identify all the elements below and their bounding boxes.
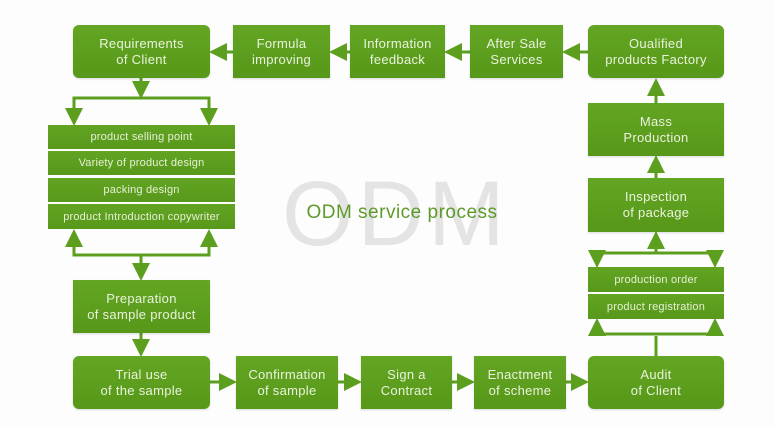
- stack-left-row: product selling point: [48, 125, 235, 149]
- node-label: Preparation of sample product: [87, 290, 196, 322]
- node-label: Information feedback: [363, 35, 432, 67]
- stack-left-row: Variety of product design: [48, 151, 235, 175]
- node-label: Sign a Contract: [380, 366, 433, 398]
- stack-left-row: product Introduction copywriter: [48, 204, 235, 229]
- node-label: Audit of Client: [630, 366, 682, 398]
- diagram-title: ODM service process: [306, 202, 498, 223]
- node-label: Confirmation of sample: [248, 366, 326, 398]
- node-label: After Sale Services: [486, 35, 547, 67]
- node-label: Enactment of scheme: [487, 366, 553, 398]
- bracket-top-right: [595, 251, 717, 265]
- bracket-bottom-right: [595, 322, 717, 336]
- stack-right-row: product registration: [588, 294, 724, 319]
- bracket-top-left: [72, 96, 211, 122]
- stack-right-row: production order: [588, 267, 724, 292]
- node-preparation-of-sample-product: Preparation of sample product: [73, 280, 210, 333]
- node-label: Oualified products Factory: [605, 35, 707, 67]
- node-label: Formula improving: [251, 35, 312, 67]
- node-label: Mass Production: [623, 113, 689, 145]
- node-enactment-of-scheme: Enactment of scheme: [474, 356, 566, 409]
- node-confirmation-of-sample: Confirmation of sample: [236, 356, 338, 409]
- node-sign-a-contract: Sign a Contract: [361, 356, 452, 409]
- node-label: Requirements of Client: [99, 35, 184, 67]
- node-label: Trial use of the sample: [100, 366, 183, 398]
- node-trial-use-of-the-sample: Trial use of the sample: [73, 356, 210, 409]
- watermark-text: ODM: [282, 163, 509, 265]
- node-label: Inspection of package: [622, 189, 690, 220]
- node-after-sale-services: After Sale Services: [470, 25, 563, 78]
- node-mass-production: Mass Production: [588, 103, 724, 156]
- node-requirements-of-client: Requirements of Client: [73, 25, 210, 78]
- node-formula-improving: Formula improving: [233, 25, 330, 78]
- bracket-bottom-left: [72, 233, 211, 257]
- node-audit-of-client: Audit of Client: [588, 356, 724, 409]
- node-inspection-of-package: Inspection of package: [588, 178, 724, 232]
- stack-left-row: packing design: [48, 178, 235, 202]
- node-information-feedback: Information feedback: [350, 25, 445, 78]
- node-qualified-products-factory: Oualified products Factory: [588, 25, 724, 78]
